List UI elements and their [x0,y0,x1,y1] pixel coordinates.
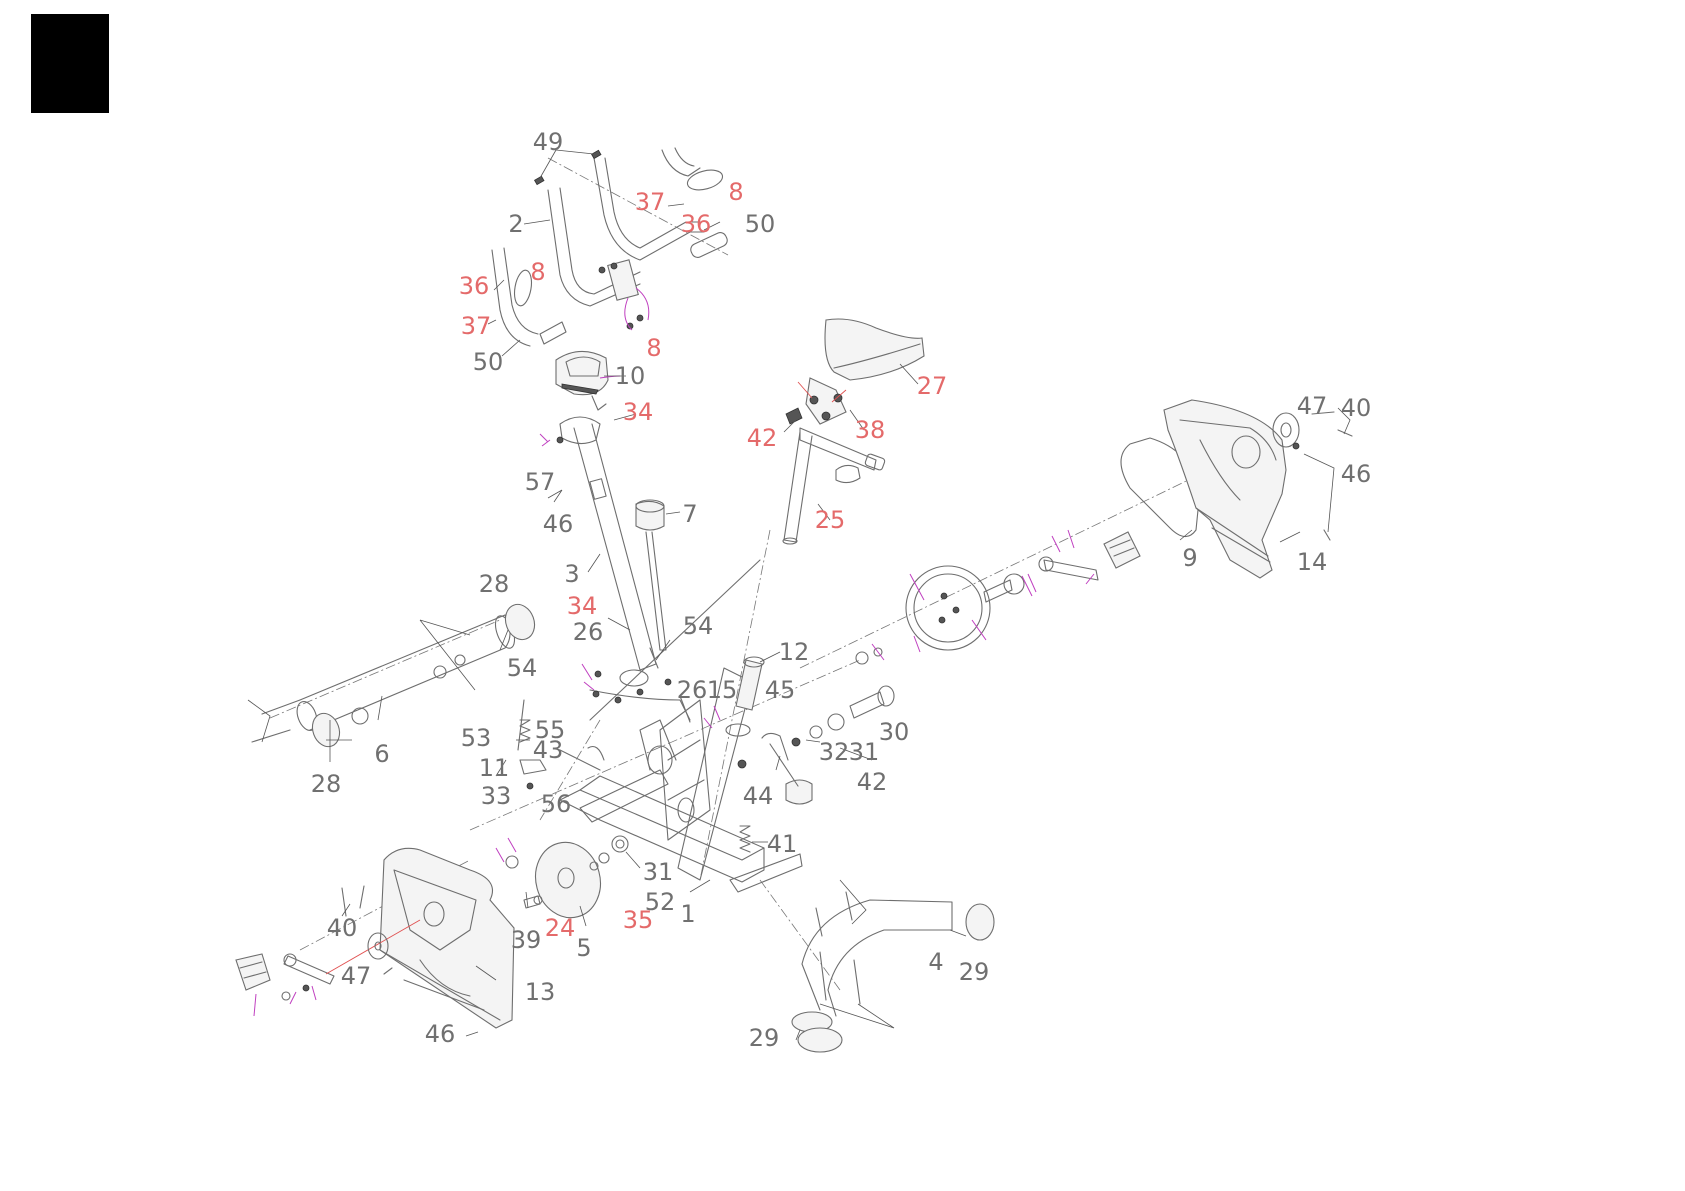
label-28-lower: 28 [311,770,342,798]
label-14: 14 [1297,548,1328,576]
label-15: 15 [707,676,738,704]
label-56: 56 [541,790,572,818]
label-36-upper: 36 [681,210,712,238]
label-25: 25 [815,506,846,534]
label-7: 7 [682,500,697,528]
label-41: 41 [767,830,798,858]
label-10: 10 [615,362,646,390]
label-35: 35 [623,906,654,934]
label-36-left: 36 [459,272,490,300]
label-13: 13 [525,978,556,1006]
label-11: 11 [479,754,510,782]
label-46-right: 46 [1341,460,1372,488]
label-8-left: 8 [530,258,545,286]
label-54-left: 54 [507,654,538,682]
label-2: 2 [508,210,523,238]
label-40-left: 40 [327,914,358,942]
label-50-left: 50 [473,348,504,376]
label-37-left: 37 [461,312,492,340]
label-26-left: 26 [573,618,604,646]
label-4: 4 [928,948,943,976]
left-chain-cover [380,848,514,1028]
label-47-left: 47 [341,962,372,990]
label-30: 30 [879,718,910,746]
label-33: 33 [481,782,512,810]
label-9: 9 [1182,544,1197,572]
label-46-bottom: 46 [425,1020,456,1048]
handlebar-assembly [492,148,729,346]
label-28-upper: 28 [479,570,510,598]
label-3: 3 [564,560,579,588]
label-53: 53 [461,724,492,752]
label-31-right: 31 [849,738,880,766]
label-40-right: 40 [1341,394,1372,422]
flywheel [496,835,628,925]
label-26-right: 26 [677,676,708,704]
label-32: 32 [819,738,850,766]
label-46-left: 46 [543,510,574,538]
label-8-upper: 8 [728,178,743,206]
front-stabilizer [248,600,539,750]
label-42-lower: 42 [857,768,888,796]
label-42-upper: 42 [747,424,778,452]
console-assembly [556,351,620,410]
label-34-upper: 34 [623,398,654,426]
label-38: 38 [855,416,886,444]
label-39: 39 [511,926,542,954]
label-29-bottom: 29 [749,1024,780,1052]
label-47-right: 47 [1297,392,1328,420]
label-29-right: 29 [959,958,990,986]
label-5: 5 [576,934,591,962]
label-49: 49 [533,128,564,156]
label-6: 6 [374,740,389,768]
label-45: 45 [765,676,796,704]
label-24: 24 [545,914,576,942]
label-27: 27 [917,372,948,400]
tension-knob [636,500,666,650]
label-50-upper: 50 [745,210,776,238]
label-57: 57 [525,468,556,496]
label-54-right: 54 [683,612,714,640]
label-31-lower: 31 [643,858,674,886]
seat-assembly [786,319,924,424]
label-8-lower: 8 [646,334,661,362]
label-12: 12 [779,638,810,666]
label-34-lower: 34 [567,592,598,620]
label-37-upper: 37 [635,188,666,216]
label-1: 1 [680,900,695,928]
label-44: 44 [743,782,774,810]
label-43: 43 [533,736,564,764]
